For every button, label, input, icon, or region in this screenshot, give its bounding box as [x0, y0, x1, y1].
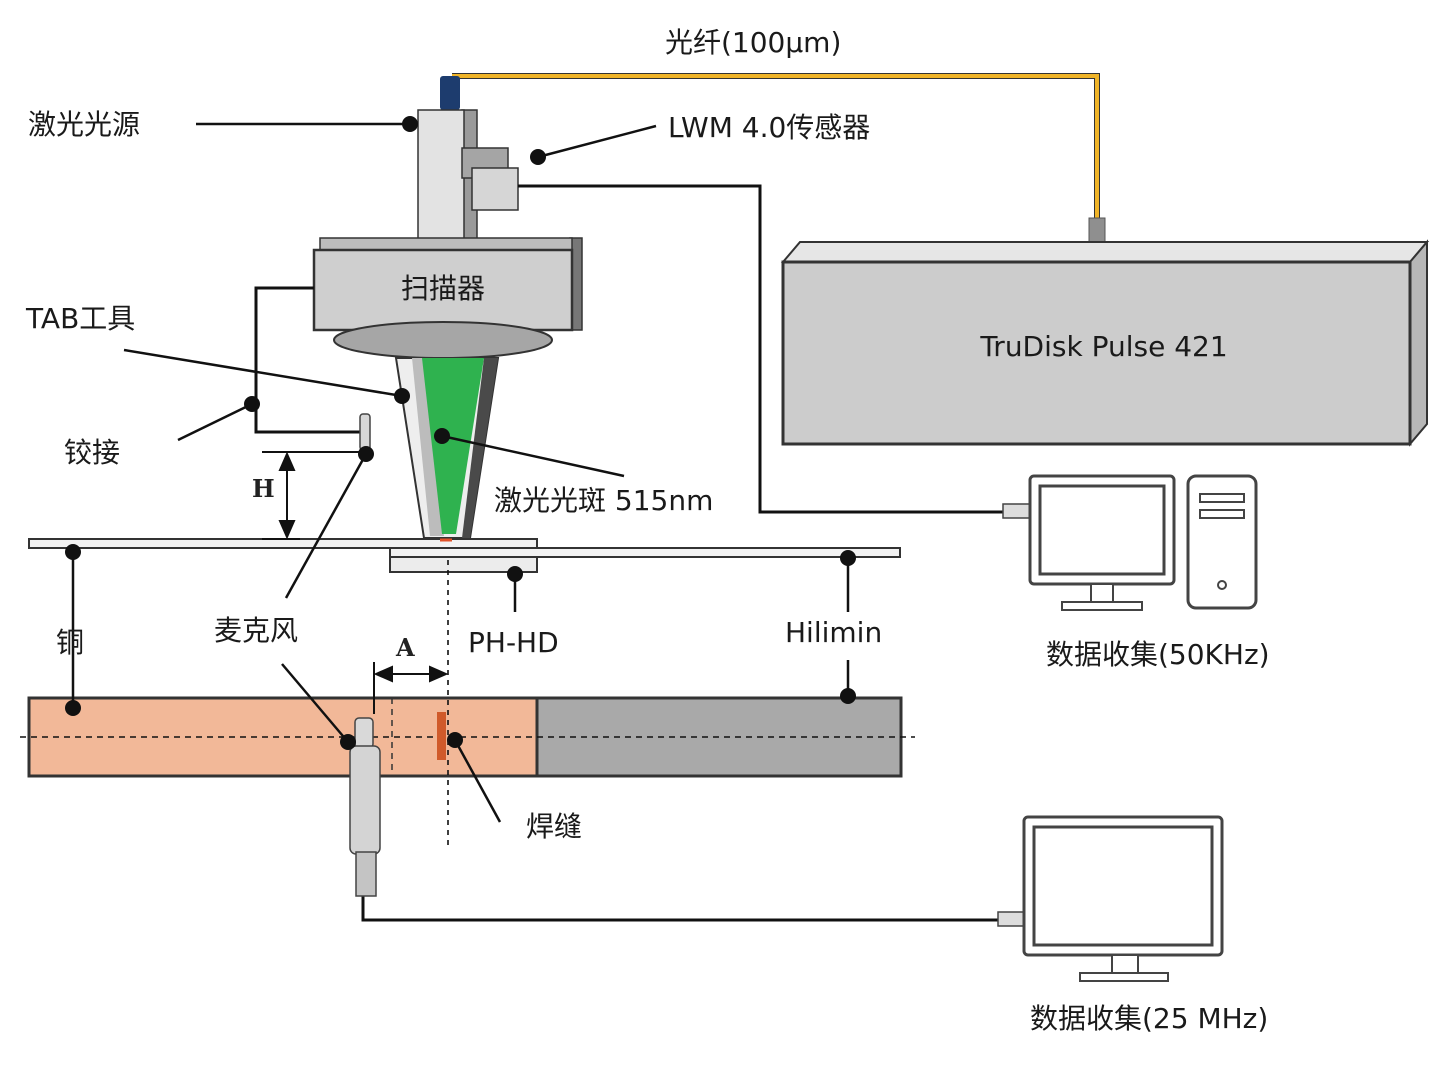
dimension-a: [373, 662, 449, 714]
side-view-plates: [28, 538, 901, 573]
dimension-h: [262, 451, 368, 540]
hinge-label: 铰接: [64, 436, 120, 469]
weld-seam-label: 焊缝: [526, 810, 582, 843]
leader-lines: [71, 122, 850, 823]
hilimin-label: Hilimin: [785, 616, 882, 649]
microphone-label: 麦克风: [214, 614, 298, 647]
scanner-label: 扫描器: [401, 272, 485, 305]
laser-head: [417, 109, 519, 251]
fiber-plug-icon: [1088, 217, 1106, 245]
fiber-label: 光纤(100μm): [665, 26, 841, 59]
daq-50k-label: 数据收集(50KHz): [1046, 638, 1270, 671]
tab-tool-label: TAB工具: [25, 302, 135, 335]
laser-spot-label: 激光光斑 515nm: [494, 484, 713, 517]
height-marker-label: H: [252, 474, 275, 503]
ph-hd-label: PH-HD: [468, 626, 559, 659]
scanner: [312, 237, 583, 359]
weld-seam-mark: [437, 712, 446, 760]
daq-25m-label: 数据收集(25 MHz): [1030, 1002, 1268, 1035]
laser-source-label: 激光光源: [28, 108, 140, 141]
microphone-icon: [349, 717, 381, 897]
trudisk-laser-unit: [780, 239, 1430, 447]
monitor-icon-50k: [1002, 474, 1176, 611]
signal-wires: [254, 184, 1005, 922]
lwm-sensor-icon: [471, 167, 519, 211]
laser-unit-label: TruDisk Pulse 421: [979, 330, 1227, 363]
lwm-sensor-label: LWM 4.0传感器: [668, 111, 870, 144]
pc-tower-icon: [1186, 474, 1258, 610]
optical-fiber: [440, 73, 1106, 245]
laser-beam-cone: [394, 357, 500, 539]
leader-dots: [65, 116, 856, 750]
tab-tool-pin-icon: [359, 413, 371, 451]
offset-marker-label: A: [395, 633, 415, 662]
monitor-icon-25m: [997, 815, 1224, 982]
top-view-strips: [20, 560, 915, 848]
copper-label: 铜: [56, 626, 84, 659]
fiber-connector-icon: [440, 76, 460, 110]
